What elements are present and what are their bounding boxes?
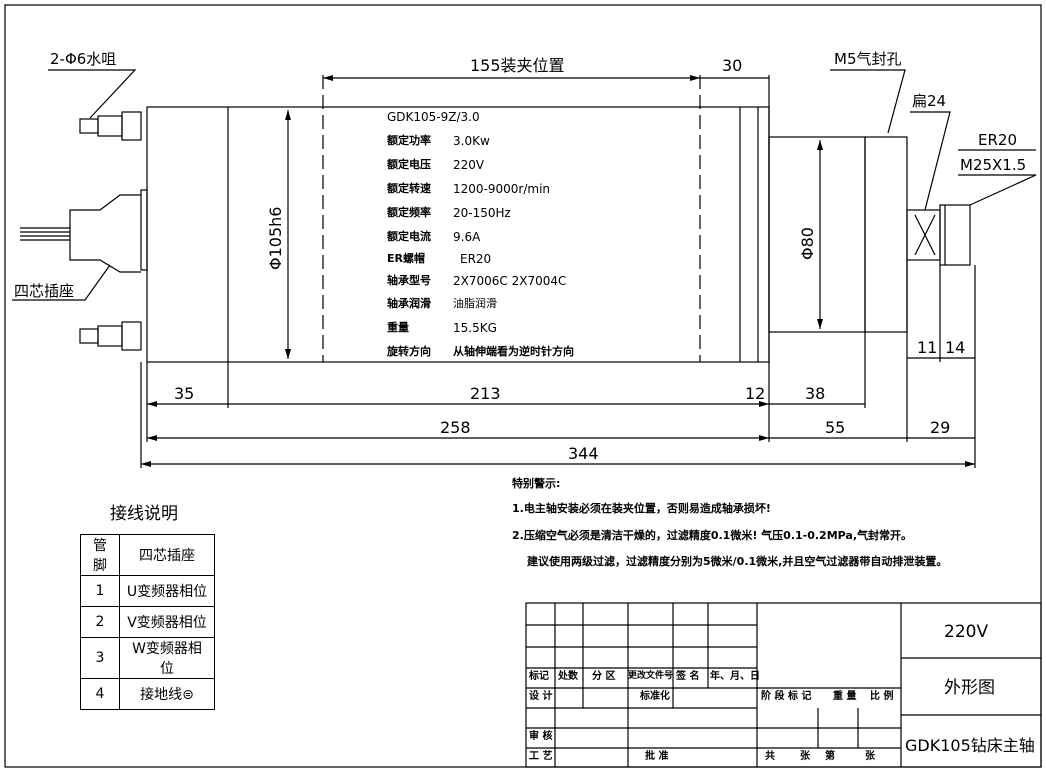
dim-nose-diameter: Φ80 (798, 227, 817, 260)
tb-process: 工 艺 (529, 751, 553, 762)
table-row: 1 U变频器相位 (80, 575, 215, 607)
water-nozzle-top (79, 111, 142, 141)
tb-approve: 批 准 (645, 751, 669, 762)
tb-sheet: 张 (865, 751, 875, 762)
cable-gland (69, 194, 141, 273)
tb-product: GDK105钻床主轴 (905, 736, 1035, 755)
wiring-header-row: 管脚 四芯插座 (80, 534, 215, 576)
spec-value: 2X7006C 2X7004C (453, 274, 567, 288)
spec-label: 额定电压 (387, 158, 431, 171)
wiring-pin: 3 (80, 637, 120, 679)
water-nozzle-callout: 2-Φ6水咀 (50, 50, 117, 68)
collet-callout: ER20 (978, 131, 1017, 149)
wiring-desc: W变频器相位 (119, 637, 215, 679)
tb-design: 设 计 (529, 691, 553, 702)
dim-11: 11 (917, 338, 938, 357)
wiring-desc: V变频器相位 (119, 606, 215, 638)
spec-label: 旋转方向 (387, 345, 431, 358)
tb-stage-mark: 阶 段 标 记 (761, 691, 812, 702)
tb-drawing-type: 外形图 (944, 678, 995, 698)
tb-rev-header: 更改文件号 (628, 671, 674, 681)
wiring-pin: 4 (80, 678, 120, 710)
notes-title: 特别警示: (512, 477, 561, 490)
note-line: 建议使用两级过滤，过滤精度分别为5微米/0.1微米,并且空气过滤器带自动排泄装置… (527, 555, 948, 568)
spindle-nose (768, 136, 866, 333)
tb-rev-header: 标记 (529, 671, 549, 682)
spec-label: 额定转速 (387, 182, 431, 195)
spec-value: 从轴伸端看为逆时针方向 (453, 345, 574, 358)
title-block-grid (525, 602, 1042, 768)
tb-page: 第 (825, 751, 835, 762)
tb-voltage: 220V (944, 622, 989, 642)
tb-rev-header: 签 名 (676, 671, 700, 682)
wiring-desc: U变频器相位 (119, 575, 215, 607)
spec-value: 3.0Kw (453, 134, 490, 148)
dim-12: 12 (745, 384, 766, 403)
dim-258: 258 (440, 418, 471, 437)
note-line: 2.压缩空气必须是清洁干燥的，过滤精度0.1微米! 气压0.1-0.2MPa,气… (512, 529, 913, 542)
tb-scale: 比 例 (870, 691, 894, 702)
spec-value: 15.5KG (453, 321, 497, 335)
dim-213: 213 (470, 384, 501, 403)
dim-body-diameter: Φ105h6 (266, 206, 285, 270)
tb-total: 共 (765, 751, 775, 762)
spec-label: 额定频率 (387, 206, 431, 219)
collet-nut (939, 204, 971, 266)
dim-35: 35 (174, 384, 195, 403)
wiring-header-socket: 四芯插座 (119, 534, 215, 576)
wiring-desc: 接地线⊜ (119, 678, 215, 710)
sheet-border (4, 4, 1042, 768)
spec-label: 额定功率 (387, 134, 431, 147)
table-row: 3 W变频器相位 (80, 637, 215, 679)
tb-sheet: 张 (800, 751, 810, 762)
spec-value: 油脂润滑 (453, 297, 497, 310)
wiring-table: 管脚 四芯插座 1 U变频器相位 2 V变频器相位 3 W变频器相位 4 接地线… (80, 534, 215, 710)
dim-30: 30 (722, 56, 743, 75)
spec-label: 轴承型号 (387, 274, 431, 287)
tb-rev-header: 处数 (558, 671, 578, 682)
spec-value: 220V (453, 158, 485, 172)
note-line: 1.电主轴安装必须在装夹位置，否则易造成轴承损坏! (512, 502, 771, 515)
tb-weight: 重 量 (833, 691, 857, 702)
dim-55: 55 (825, 418, 846, 437)
wiring-title: 接线说明 (110, 504, 178, 524)
wiring-pin: 1 (80, 575, 120, 607)
spec-label: ER螺帽 (387, 252, 425, 265)
water-nozzle-bottom (79, 321, 142, 351)
flat-callout: 扁24 (912, 92, 947, 110)
tb-rev-header: 年、月、日 (710, 671, 760, 682)
table-row: 2 V变频器相位 (80, 606, 215, 638)
table-row: 4 接地线⊜ (80, 678, 215, 710)
tb-review: 审 核 (529, 731, 553, 742)
spec-value: 9.6A (453, 230, 481, 244)
dim-29: 29 (930, 418, 951, 437)
dim-14: 14 (945, 338, 966, 357)
dim-38: 38 (805, 384, 826, 403)
wiring-pin: 2 (80, 606, 120, 638)
dim-clamp-position: 155装夹位置 (470, 56, 565, 75)
spec-value: ER20 (460, 252, 492, 266)
thread-callout: M25X1.5 (960, 156, 1027, 174)
wiring-header-pin: 管脚 (80, 534, 120, 576)
spec-label: 重量 (387, 321, 409, 334)
spec-model: GDK105-9Z/3.0 (387, 110, 480, 124)
spec-label: 额定电流 (387, 230, 431, 243)
tb-standardize: 标准化 (640, 691, 670, 702)
flat-24 (906, 209, 941, 261)
dim-344: 344 (568, 444, 599, 463)
spec-value: 1200-9000r/min (453, 182, 551, 196)
spec-value: 20-150Hz (453, 206, 511, 220)
air-seal-callout: M5气封孔 (834, 50, 902, 68)
tb-rev-header: 分 区 (592, 671, 616, 682)
socket-callout: 四芯插座 (14, 282, 75, 300)
spec-label: 轴承润滑 (387, 297, 431, 310)
